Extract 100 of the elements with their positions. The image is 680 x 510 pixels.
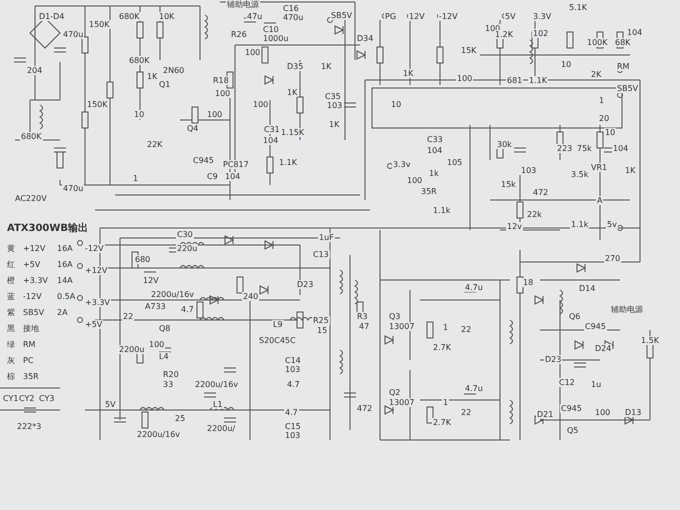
component-label: 68K xyxy=(614,38,632,47)
component-label: Q3 xyxy=(388,312,402,321)
output-table-cell: +5V xyxy=(22,260,42,269)
component-label: 150K xyxy=(88,20,111,29)
component-label: 1K xyxy=(286,88,298,97)
component-label: 104 xyxy=(224,172,242,181)
component-label: 100 xyxy=(214,89,232,98)
output-table-cell: 绿 xyxy=(6,340,16,349)
component-label: R25 xyxy=(312,316,330,325)
output-table-cell: 蓝 xyxy=(6,292,16,301)
table-heading: ATX300WB输出 xyxy=(6,224,90,233)
component-label: 1.1K xyxy=(278,158,298,167)
component-label: 10 xyxy=(604,128,616,137)
component-label: 13007 xyxy=(388,322,416,331)
component-label: R20 xyxy=(162,370,180,379)
component-label: 1 xyxy=(598,96,606,105)
component-label: 680 xyxy=(134,255,152,264)
component-label: 680K xyxy=(20,132,43,141)
component-label: C9 xyxy=(206,172,219,181)
component-label: C13 xyxy=(312,250,330,259)
output-table-cell: 35R xyxy=(22,372,40,381)
component-label: VR1 xyxy=(590,163,608,172)
component-label: 2200u xyxy=(118,345,146,354)
component-label: 1K xyxy=(328,120,340,129)
component-label: S20C45C xyxy=(258,336,297,345)
component-label: D14 xyxy=(578,284,596,293)
component-label: 47 xyxy=(358,322,370,331)
component-label: 220u xyxy=(176,244,198,253)
component-label: 20 xyxy=(598,114,610,123)
output-table-cell: 0.5A xyxy=(56,292,76,301)
component-label: 15k xyxy=(500,180,517,189)
component-label: -12V xyxy=(438,12,459,21)
component-label: +5V xyxy=(84,320,104,329)
component-label: 1.15K xyxy=(280,128,306,137)
component-label: 470u xyxy=(62,184,84,193)
component-label: L1 xyxy=(212,400,224,409)
component-label: 75k xyxy=(576,144,593,153)
component-label: C35 xyxy=(324,92,342,101)
component-label: 681 xyxy=(506,76,524,85)
component-label: D23 xyxy=(296,280,314,289)
component-label: D34 xyxy=(356,34,374,43)
component-label: D13 xyxy=(624,408,642,417)
component-label: C33 xyxy=(426,135,444,144)
component-label: Q1 xyxy=(158,80,172,89)
component-label: 1u xyxy=(590,380,602,389)
component-label: 辅助电源 xyxy=(226,0,260,9)
component-label: 30k xyxy=(496,140,513,149)
component-label: 47u xyxy=(246,12,264,21)
component-label: 104 xyxy=(426,146,444,155)
component-label: D24 xyxy=(594,344,612,353)
component-label: C945 xyxy=(584,322,607,331)
component-label: D35 xyxy=(286,62,304,71)
output-table-cell: PC xyxy=(22,356,34,365)
component-label: 12V xyxy=(142,276,160,285)
output-table-cell: 接地 xyxy=(22,324,40,333)
component-label: A xyxy=(596,196,604,205)
component-label: 103 xyxy=(284,431,302,440)
component-label: 104 xyxy=(262,136,280,145)
component-label: 13007 xyxy=(388,398,416,407)
component-label: 1.1k xyxy=(432,206,452,215)
component-label: 472 xyxy=(356,404,374,413)
component-label: 1000u xyxy=(262,34,290,43)
component-label: 223 xyxy=(556,144,574,153)
component-label: 10 xyxy=(390,100,402,109)
component-label: 102 xyxy=(532,29,550,38)
component-label: 1 xyxy=(442,398,450,407)
component-label: 4.7u xyxy=(464,283,484,292)
component-label: C14 xyxy=(284,356,302,365)
component-label: 10K xyxy=(158,12,176,21)
component-label: 1.5K xyxy=(640,336,660,345)
component-label: SB5V xyxy=(330,11,354,20)
component-label: 1K xyxy=(320,62,332,71)
component-label: C30 xyxy=(176,230,194,239)
component-label: 12v xyxy=(506,222,523,231)
output-table-cell: 黑 xyxy=(6,324,16,333)
component-label: 5.1K xyxy=(568,3,588,12)
output-table-cell: +12V xyxy=(22,244,46,253)
component-label: +3.3V xyxy=(84,298,111,307)
component-label: 22 xyxy=(460,408,472,417)
component-label: 240 xyxy=(242,292,260,301)
component-label: 1K xyxy=(146,72,158,81)
component-label: L9 xyxy=(272,320,284,329)
output-table-cell: 棕 xyxy=(6,372,16,381)
component-label: 25 xyxy=(174,414,186,423)
output-table-cell: 红 xyxy=(6,260,16,269)
component-label: 100 xyxy=(406,176,424,185)
component-label: PG xyxy=(384,12,398,21)
component-label: 1uF xyxy=(318,233,335,242)
output-table-cell: 222*3 xyxy=(16,422,42,431)
component-label: R18 xyxy=(212,76,230,85)
output-table-cell: 14A xyxy=(56,276,74,285)
component-label: 3.3V xyxy=(532,12,552,21)
output-table-cell: 橙 xyxy=(6,276,16,285)
component-label: 2N60 xyxy=(162,66,186,75)
component-label: 1.2K xyxy=(494,30,514,39)
component-label: 3.3v xyxy=(392,160,412,169)
component-label: RM xyxy=(616,62,630,71)
component-label: 204 xyxy=(26,66,44,75)
component-label: 10 xyxy=(133,110,146,119)
output-table-cell: 2A xyxy=(56,308,69,317)
